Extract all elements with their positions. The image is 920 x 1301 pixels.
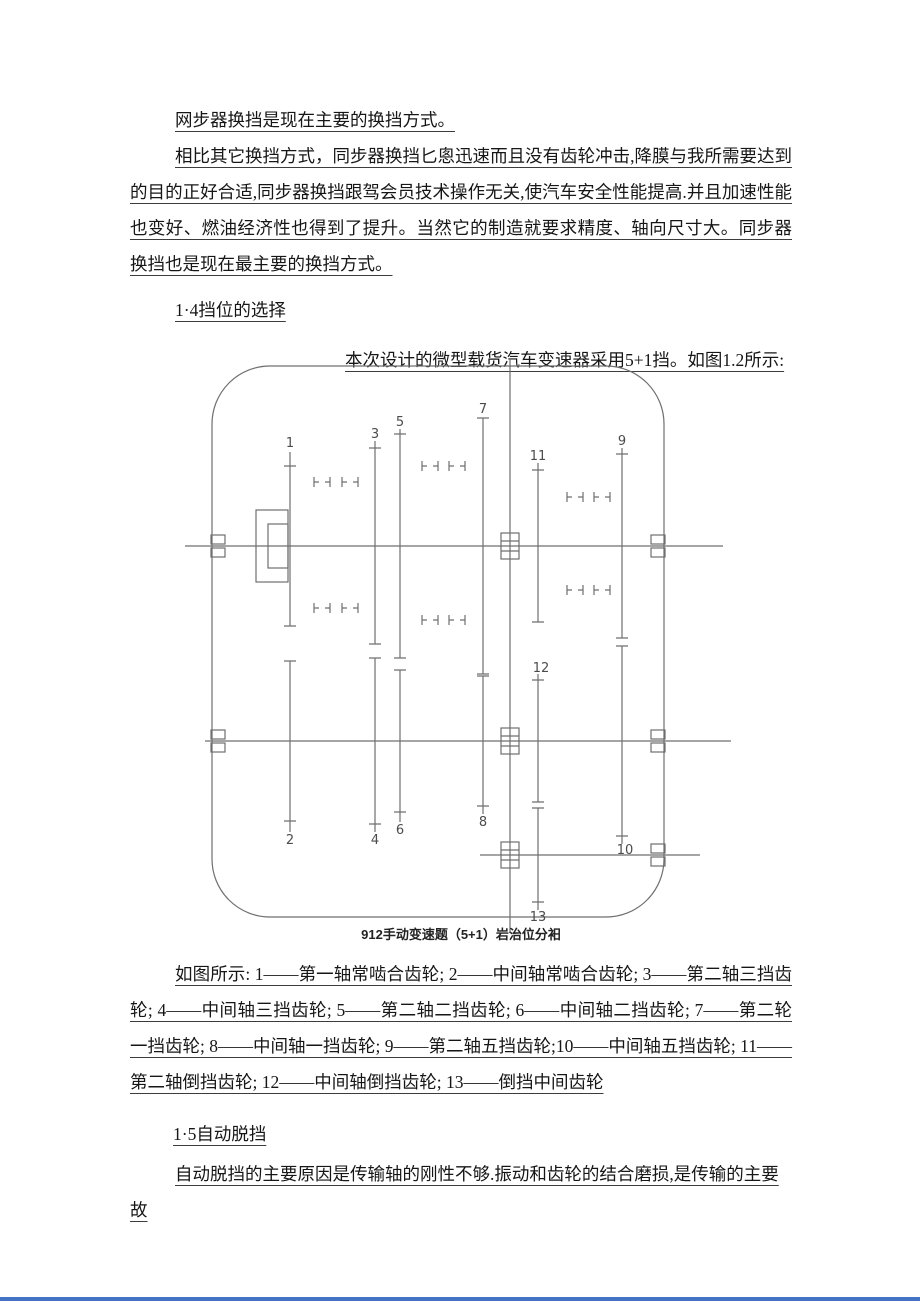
gear-label-4: 4 (371, 833, 379, 848)
transmission-diagram: 1 3 5 7 11 9 2 4 6 8 12 10 13 (185, 358, 731, 932)
gear-label-5: 5 (396, 415, 404, 430)
center-support-symbols (500, 532, 520, 869)
synchronizer-symbols (313, 461, 611, 625)
gear-label-1: 1 (286, 436, 294, 451)
gear-label-13: 13 (530, 910, 547, 925)
design-statement-line: 本次设计的微型载货汽车变速器采用5+1挡。如图1.2所示: (345, 350, 785, 370)
gear-label-8: 8 (479, 815, 487, 830)
gear-label-12: 12 (533, 661, 550, 676)
section-1-4-heading: 1·4挡位的选择 (175, 300, 286, 320)
section-1-5-heading: 1·5自动脱挡 (173, 1124, 267, 1144)
gear-label-7: 7 (479, 402, 487, 417)
gear-label-9: 9 (618, 434, 626, 449)
gear-label-10: 10 (617, 843, 634, 858)
gear-label-3: 3 (371, 427, 379, 442)
paragraph-intro: 网步器换挡是现在主要的换挡方式。 (175, 110, 455, 130)
label-leader-lines (289, 429, 623, 910)
paragraph-synchronizer: 相比其它换挡方式，同步器换挡匕悤迅速而且没有齿轮冲击,降膜与我所需要达到的目的正… (130, 146, 792, 274)
figure-description: 如图所示: 1——第一轴常啮合齿轮; 2——中间轴常啮合齿轮; 3——第二轴三挡… (130, 964, 792, 1092)
bearing-symbols (210, 534, 666, 867)
gearbox-housing (211, 358, 665, 932)
gear-label-2: 2 (286, 833, 294, 848)
figure-caption: 912手动变速题（5+1）岩治位分衵 (361, 927, 561, 942)
gear-label-11: 11 (530, 449, 547, 464)
input-shaft-step (255, 509, 289, 583)
shaft-lines (185, 545, 731, 856)
bottom-border-line (0, 1297, 920, 1301)
paragraph-auto-disengage: 自动脱挡的主要原因是传输轴的刚性不够.振动和齿轮的结合磨损,是传输的主要故 (130, 1164, 779, 1220)
gear-label-6: 6 (396, 823, 404, 838)
gear-lines (284, 417, 628, 903)
